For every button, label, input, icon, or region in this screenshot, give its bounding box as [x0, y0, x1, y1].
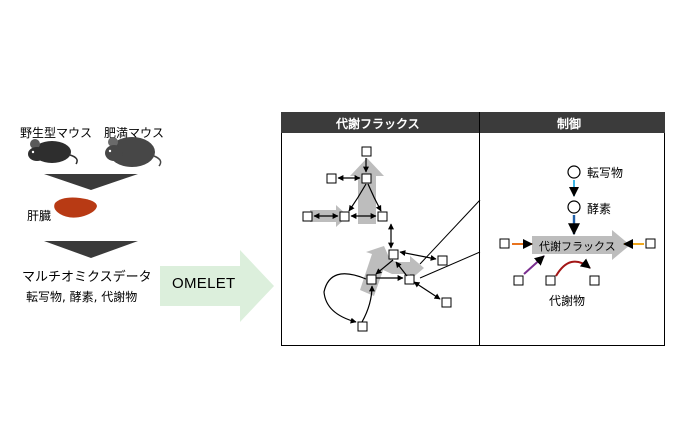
metabolite-node-3 [589, 275, 600, 286]
reaction-arrows [313, 158, 441, 324]
metabolite-node-1 [513, 275, 524, 286]
result-panel [281, 112, 665, 346]
control-title: 制御 [557, 117, 582, 131]
enzyme-node [567, 200, 581, 214]
funnel-arrow-top [44, 174, 138, 190]
control-header [480, 112, 665, 133]
multiomics-sub-label: 転写物, 酵素, 代謝物 [26, 290, 138, 304]
enzyme-label: 酵素 [587, 202, 612, 216]
panel-divider [479, 112, 480, 346]
obese-mouse-icon [105, 137, 162, 167]
metabolite-node-2 [545, 275, 556, 286]
product-node [645, 238, 656, 249]
transcript-label: 転写物 [587, 166, 624, 180]
flux-arrow [532, 230, 630, 260]
multiomics-label: マルチオミクスデータ [22, 270, 152, 285]
funnel-arrow-bottom [44, 241, 138, 258]
flux-label: 代謝フラックス [539, 240, 616, 253]
metabolite-label: 代謝物 [549, 294, 586, 308]
metabolite-nodes [302, 146, 452, 332]
wildtype-mouse-icon [28, 139, 78, 165]
substrate-node [499, 238, 510, 249]
obese-mouse-label: 肥満マウス [104, 126, 165, 140]
omelet-label: OMELET [172, 275, 236, 292]
transcript-node [567, 165, 581, 179]
flux-title: 代謝フラックス [336, 117, 420, 131]
wildtype-mouse-label: 野生型マウス [20, 126, 93, 140]
liver-label: 肝臓 [27, 209, 52, 223]
omelet-arrow-shape [160, 250, 274, 322]
control-diagram [499, 165, 656, 286]
zoom-callout [419, 199, 481, 279]
red-regulation-arrow [555, 258, 591, 277]
purple-regulation-arrow [523, 255, 545, 275]
flux-header [281, 112, 479, 133]
liver-icon [54, 197, 97, 218]
